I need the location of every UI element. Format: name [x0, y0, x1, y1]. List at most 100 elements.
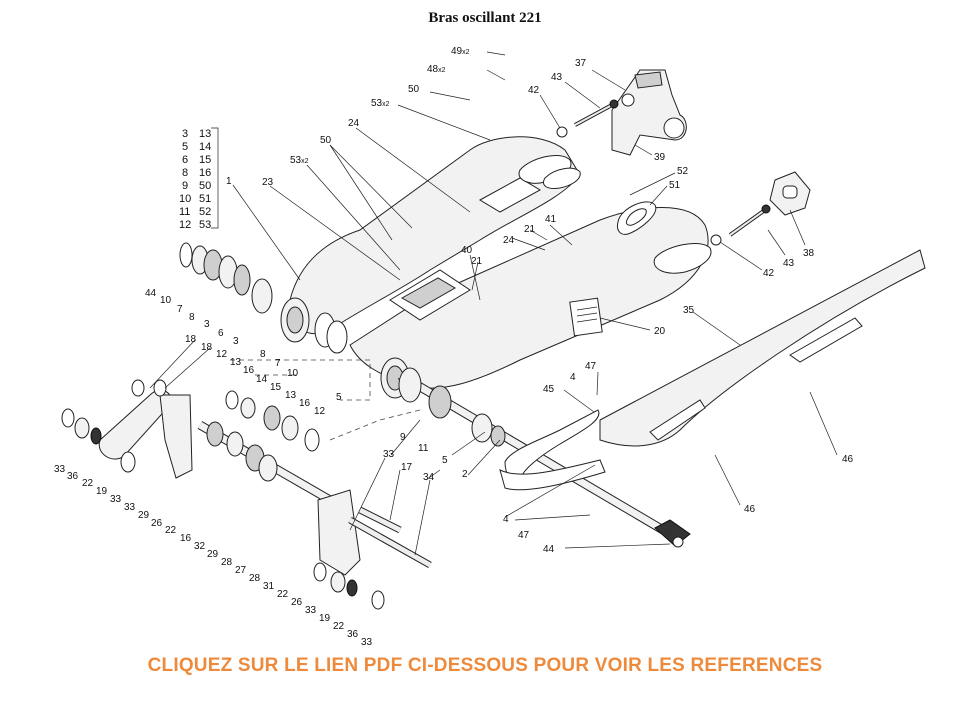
callout-3: 3: [233, 336, 239, 347]
callout-48: 48x2: [427, 64, 446, 75]
pdf-references-link[interactable]: CLIQUEZ SUR LE LIEN PDF CI-DESSOUS POUR …: [147, 655, 823, 676]
callout-42: 42: [763, 268, 775, 279]
callout-29: 29: [207, 549, 219, 560]
callout-34: 34: [423, 472, 435, 483]
callout-35: 35: [683, 305, 695, 316]
callout-38: 38: [803, 248, 815, 259]
callout-4: 4: [503, 514, 509, 525]
callout-40: 40: [461, 245, 473, 256]
callout-44: 44: [145, 288, 157, 299]
callout-43: 43: [551, 72, 563, 83]
callout-8: 8: [260, 349, 266, 360]
callout-labels: 49x2 48x2 50 53x2 37 43 42 39 24 50 53x2…: [54, 46, 854, 648]
callout-50: 50: [320, 135, 332, 146]
dashed-guide-lines: [230, 359, 421, 441]
callout-16: 16: [243, 365, 255, 376]
legend-item: 3: [182, 128, 188, 140]
callout-53: 53x2: [290, 155, 309, 166]
callout-46: 46: [744, 504, 756, 515]
callout-16: 16: [180, 533, 192, 544]
swing-arm-body: [289, 136, 712, 389]
callout-5: 5: [336, 392, 342, 403]
callout-24: 24: [348, 118, 360, 129]
callout-23: 23: [262, 177, 274, 188]
legend-item: 9: [182, 180, 188, 192]
callout-21: 21: [471, 256, 483, 267]
legend-right-column: 13 14 15 16 50 51 52 53: [199, 128, 211, 231]
legend-item: 50: [199, 180, 211, 192]
callout-22: 22: [165, 525, 177, 536]
left-bearing-stack: [179, 242, 348, 354]
callout-28: 28: [249, 573, 261, 584]
legend-left-column: 3 5 6 8 9 10 11 12: [179, 128, 191, 231]
chain-tensioner-block: [769, 171, 811, 216]
legend-item: 51: [199, 193, 211, 205]
legend-item: 53: [199, 219, 211, 231]
diagram-title: Bras oscillant 221: [428, 10, 542, 26]
callout-12: 12: [314, 406, 326, 417]
callout-37: 37: [575, 58, 587, 69]
leader-lines: [149, 51, 838, 556]
linkage-parts: [61, 379, 432, 610]
callout-39: 39: [654, 152, 666, 163]
chain-guard: [599, 249, 926, 447]
callout-12: 12: [216, 349, 228, 360]
callout-53: 53x2: [371, 98, 390, 109]
legend-item: 5: [182, 141, 188, 153]
callout-26: 26: [291, 597, 303, 608]
parts-legend: 3 5 6 8 9 10 11 12 13 14 15 16 50 51 52 …: [179, 127, 219, 231]
callout-19: 19: [319, 613, 331, 624]
callout-6: 6: [218, 328, 224, 339]
callout-33: 33: [110, 494, 122, 505]
callout-15: 15: [270, 382, 282, 393]
callout-36: 36: [67, 471, 79, 482]
adjuster-plate: [617, 201, 657, 235]
callout-50: 50: [408, 84, 420, 95]
callout-10: 10: [287, 368, 299, 379]
callout-52: 52: [677, 166, 689, 177]
chain-slider: [499, 409, 606, 491]
callout-36: 36: [347, 629, 359, 640]
callout-3: 3: [204, 319, 210, 330]
legend-item: 16: [199, 167, 211, 179]
callout-8: 8: [189, 312, 195, 323]
callout-46: 46: [842, 454, 854, 465]
callout-42: 42: [528, 85, 540, 96]
callout-22: 22: [333, 621, 345, 632]
callout-29: 29: [138, 510, 150, 521]
legend-item: 14: [199, 141, 211, 153]
legend-item: 15: [199, 154, 211, 166]
callout-20: 20: [654, 326, 666, 337]
callout-51: 51: [669, 180, 681, 191]
callout-7: 7: [275, 358, 281, 369]
callout-4: 4: [570, 372, 576, 383]
callout-44: 44: [543, 544, 555, 555]
legend-item: 6: [182, 154, 188, 166]
legend-item: 13: [199, 128, 211, 140]
callout-33: 33: [305, 605, 317, 616]
callout-28: 28: [221, 557, 233, 568]
legend-item: 10: [179, 193, 191, 205]
callout-43: 43: [783, 258, 795, 269]
callout-33: 33: [361, 637, 373, 648]
callout-18: 18: [185, 334, 197, 345]
callout-7: 7: [177, 304, 183, 315]
legend-item: 8: [182, 167, 188, 179]
callout-16: 16: [299, 398, 311, 409]
callout-31: 31: [263, 581, 275, 592]
callout-47: 47: [518, 530, 530, 541]
callout-41: 41: [545, 214, 557, 225]
callout-9: 9: [400, 432, 406, 443]
callout-33: 33: [54, 464, 66, 475]
callout-24: 24: [503, 235, 515, 246]
callout-22: 22: [82, 478, 94, 489]
legend-item: 11: [179, 206, 190, 218]
callout-10: 10: [160, 295, 172, 306]
callout-27: 27: [235, 565, 247, 576]
callout-49: 49x2: [451, 46, 470, 57]
callout-33: 33: [124, 502, 136, 513]
callout-13: 13: [285, 390, 297, 401]
callout-32: 32: [194, 541, 206, 552]
bolts: [556, 99, 771, 246]
